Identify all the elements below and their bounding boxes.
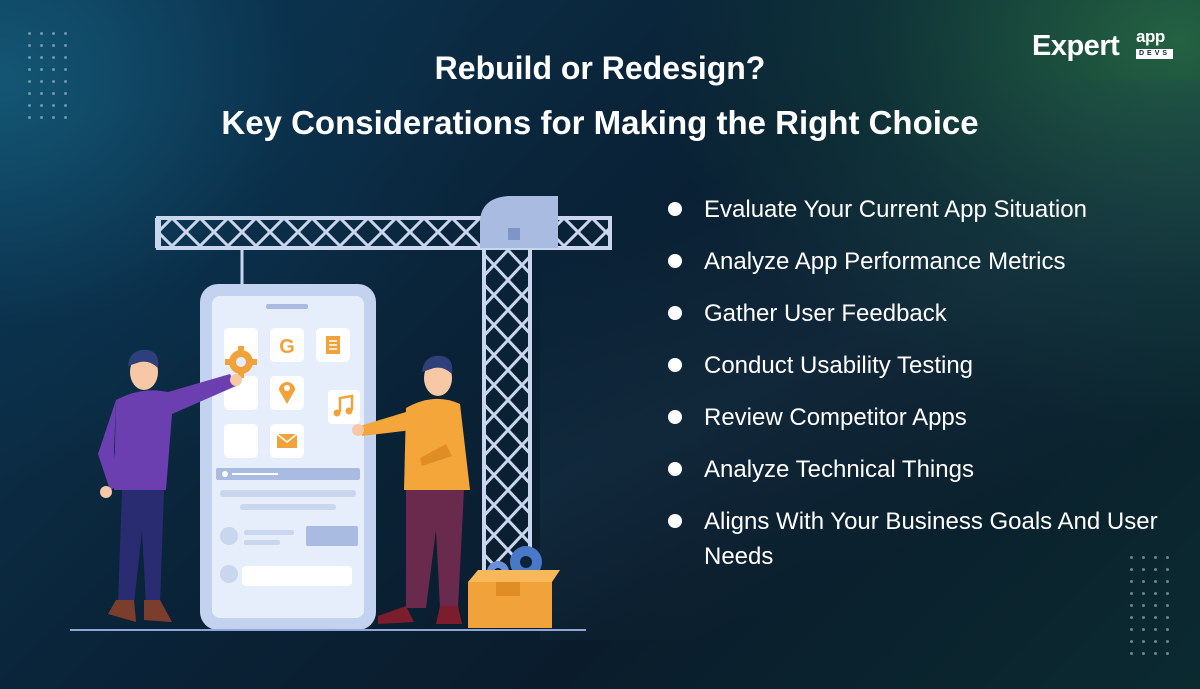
cardboard-box-icon: [468, 570, 560, 628]
google-icon: [270, 328, 304, 362]
list-item: Analyze Technical Things: [668, 452, 1188, 487]
list-item-text: Conduct Usability Testing: [704, 352, 974, 379]
smartphone: G: [200, 284, 376, 630]
person-orange: [352, 355, 470, 624]
decorative-dot-grid: [1130, 556, 1169, 655]
list-item: Review Competitor Apps: [668, 400, 1188, 435]
list-item-text: Review Competitor Apps: [704, 404, 967, 431]
list-item-text: Aligns With Your Business Goals And User…: [704, 508, 1158, 570]
page-subtitle: Key Considerations for Making the Right …: [221, 104, 979, 141]
list-item: Gather User Feedback: [668, 296, 1188, 331]
logo-superscript: app: [1136, 27, 1165, 46]
music-note-icon: [328, 390, 360, 424]
considerations-list: Evaluate Your Current App Situation Anal…: [668, 192, 1188, 574]
list-item-text: Analyze Technical Things: [704, 456, 974, 483]
google-letter: G: [279, 336, 295, 358]
list-item: Aligns With Your Business Goals And User…: [668, 504, 1188, 574]
list-item: Conduct Usability Testing: [668, 348, 1188, 383]
person-purple: [98, 349, 242, 622]
list-item: Evaluate Your Current App Situation: [668, 192, 1188, 227]
page-title: Rebuild or Redesign?: [434, 50, 766, 86]
list-item-text: Analyze App Performance Metrics: [704, 248, 1066, 275]
bullet-icon: [668, 514, 682, 528]
decorative-dot-grid: [28, 32, 67, 119]
bullet-icon: [668, 358, 682, 372]
list-item-text: Gather User Feedback: [704, 300, 947, 327]
gear-icon: [225, 346, 257, 378]
bullet-icon: [668, 462, 682, 476]
brand-logo: Expert app DEVS: [1032, 28, 1174, 63]
bullet-icon: [668, 254, 682, 268]
logo-wordmark: Expert: [1032, 30, 1120, 62]
logo-subtext: DEVS: [1136, 49, 1174, 59]
list-item-text: Evaluate Your Current App Situation: [704, 196, 1087, 223]
bullet-icon: [668, 306, 682, 320]
bullet-icon: [668, 410, 682, 424]
list-item: Analyze App Performance Metrics: [668, 244, 1188, 279]
bullet-icon: [668, 202, 682, 216]
crane-tower: [482, 246, 532, 580]
crane-cabin: [480, 196, 558, 248]
crane-phone-illustration: G: [70, 196, 612, 631]
